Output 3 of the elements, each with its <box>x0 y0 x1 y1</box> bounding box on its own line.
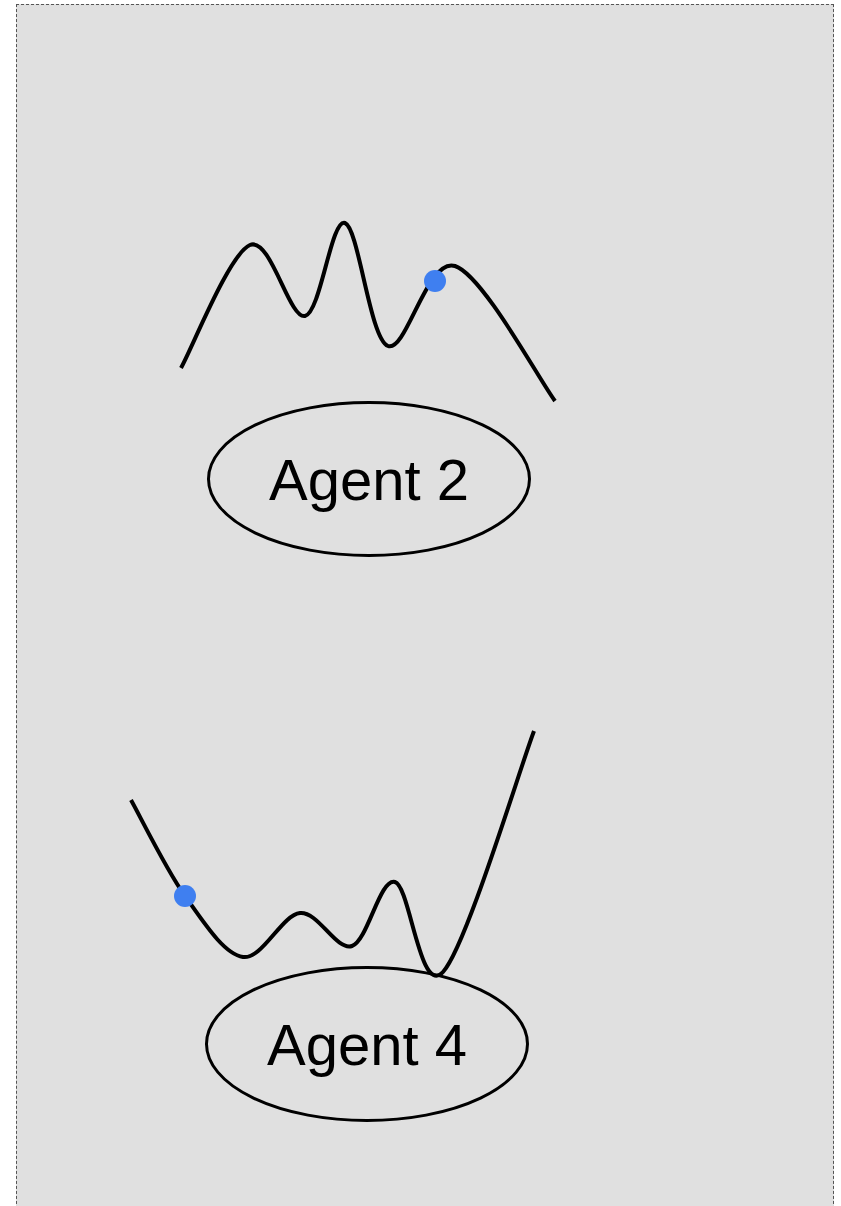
panel-background <box>16 4 834 1206</box>
node-label: Agent 2 <box>268 445 470 513</box>
node-label: Agent 4 <box>266 1010 468 1078</box>
